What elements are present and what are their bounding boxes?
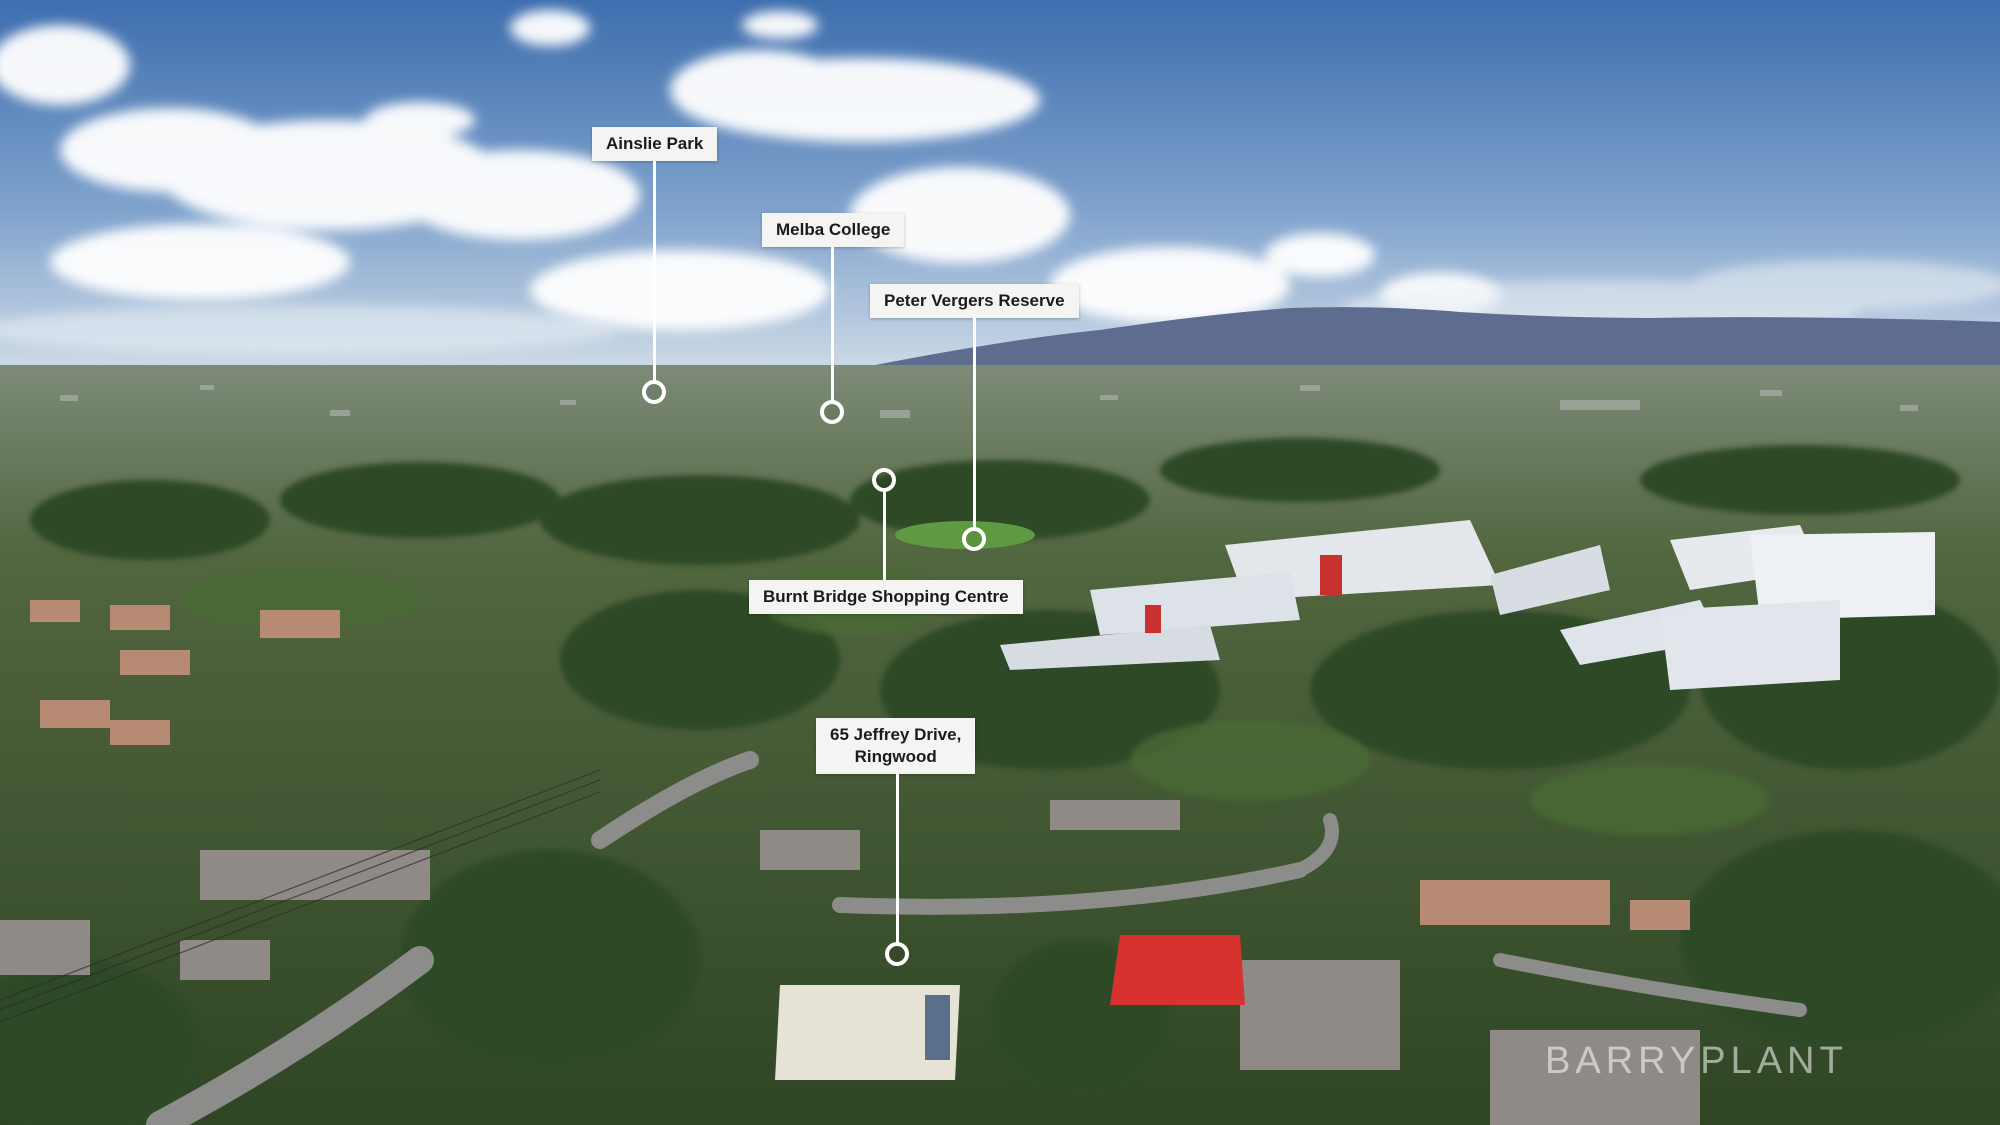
location-marker [820,400,844,424]
callout-leader-line [831,247,834,402]
agency-watermark: BARRYPLANT [1545,1040,1848,1082]
callout-leader-line [973,318,976,528]
location-marker [962,527,986,551]
callout-label-ainslie-park: Ainslie Park [592,127,718,161]
callout-label-melba-college: Melba College [762,213,905,247]
callout-label-subject-property: 65 Jeffrey Drive, Ringwood [816,718,976,774]
subject-address-line2: Ringwood [854,747,937,766]
location-marker [872,468,896,492]
subject-address-line1: 65 Jeffrey Drive, [830,725,962,744]
callout-leader-line [896,774,899,946]
location-marker [885,942,909,966]
callout-label-burnt-bridge-shopping-centre: Burnt Bridge Shopping Centre [749,580,1023,614]
location-marker [642,380,666,404]
callout-leader-line [653,161,656,383]
callout-label-peter-vergers-reserve: Peter Vergers Reserve [870,284,1079,318]
callout-leader-line [883,492,886,580]
